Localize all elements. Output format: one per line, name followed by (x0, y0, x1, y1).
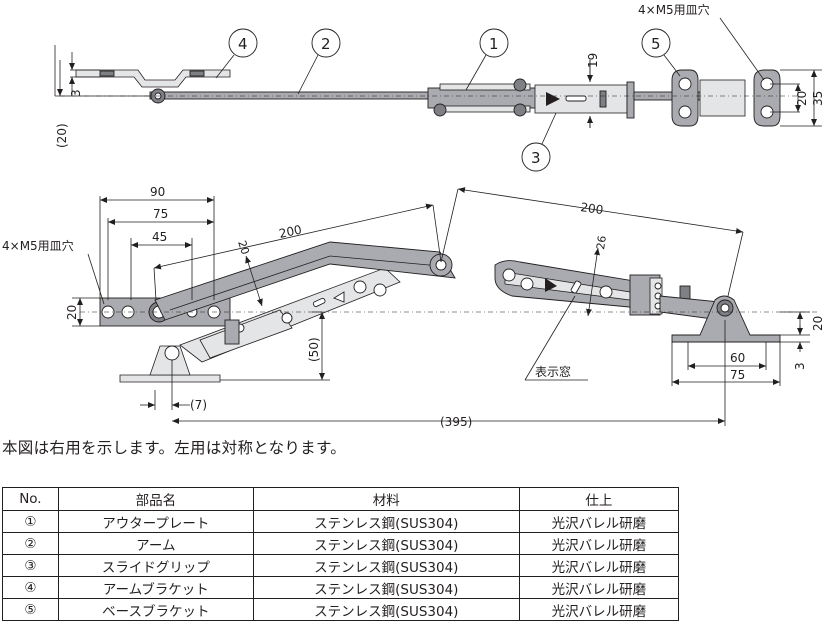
hole-label-top: 4×M5用皿穴 (638, 2, 710, 17)
dim-20-right-side: 20 (811, 316, 825, 331)
hole-label-side: 4×M5用皿穴 (2, 238, 74, 253)
dim-395-paren: (395) (440, 415, 472, 429)
table-row: ④ アームブラケット ステンレス鋼(SUS304) 光沢バレル研磨 (2, 576, 680, 599)
cell-no: ⑤ (2, 598, 59, 621)
dim-50-paren: (50) (307, 337, 321, 362)
cell-finish: 光沢バレル研磨 (518, 554, 680, 577)
cell-material: ステンレス鋼(SUS304) (252, 598, 520, 621)
callout-2: 2 (297, 28, 341, 95)
table-row: ② アーム ステンレス鋼(SUS304) 光沢バレル研磨 (2, 532, 680, 555)
cell-part-name: ベースブラケット (57, 598, 254, 621)
header-material: 材料 (252, 487, 520, 511)
dim-45: 45 (152, 230, 167, 244)
arm-bracket-hole-2 (189, 70, 205, 77)
side-view: 90 75 45 200 200 20 26 20 (50) ( (2, 185, 825, 429)
dim-7-paren: (7) (190, 398, 207, 412)
dim-75-right: 75 (730, 368, 745, 382)
table-header-row: No. 部品名 材料 仕上 (2, 487, 680, 511)
table-row: ③ スライドグリップ ステンレス鋼(SUS304) 光沢バレル研磨 (2, 554, 680, 577)
parts-table: No. 部品名 材料 仕上 ① アウタープレート ステンレス鋼(SUS304) … (2, 487, 680, 621)
callout-5: 5 (641, 28, 681, 77)
cell-no: ③ (2, 554, 59, 577)
cell-part-name: スライドグリップ (57, 554, 254, 577)
svg-text:4: 4 (238, 35, 248, 53)
dim-90: 90 (150, 185, 165, 199)
dim-200-left: 200 (278, 222, 303, 240)
header-no: No. (2, 487, 59, 511)
dim-60: 60 (730, 351, 745, 365)
cell-no: ④ (2, 576, 59, 599)
dim-3-right: 3 (793, 362, 807, 370)
arm-top (149, 91, 436, 100)
svg-text:5: 5 (651, 35, 661, 53)
table-row: ⑤ ベースブラケット ステンレス鋼(SUS304) 光沢バレル研磨 (2, 598, 680, 621)
cell-material: ステンレス鋼(SUS304) (252, 510, 520, 533)
arm-bracket-top (75, 69, 231, 88)
arm-bracket-hole-1 (99, 70, 115, 77)
cell-material: ステンレス鋼(SUS304) (252, 554, 520, 577)
table-row: ① アウタープレート ステンレス鋼(SUS304) 光沢バレル研磨 (2, 510, 680, 533)
callout-1: 1 (465, 28, 509, 91)
cell-material: ステンレス鋼(SUS304) (252, 532, 520, 555)
dim-20-right: 20 (795, 91, 809, 106)
cell-material: ステンレス鋼(SUS304) (252, 576, 520, 599)
callout-3: 3 (521, 112, 557, 172)
header-finish: 仕上 (518, 487, 680, 511)
cell-no: ① (2, 510, 59, 533)
cell-part-name: アウタープレート (57, 510, 254, 533)
dim-20-paren: (20) (55, 123, 69, 148)
header-part-name: 部品名 (57, 487, 254, 511)
svg-text:1: 1 (489, 35, 499, 53)
cell-part-name: アーム (57, 532, 254, 555)
cell-finish: 光沢バレル研磨 (518, 532, 680, 555)
svg-text:2: 2 (321, 35, 331, 53)
indicator-window-label: 表示窓 (535, 364, 571, 379)
dim-35: 35 (811, 91, 825, 106)
indicator-window-slot (570, 280, 582, 294)
dim-20-left: 20 (65, 305, 79, 320)
dim-75: 75 (153, 207, 168, 221)
base-bracket-side (671, 295, 781, 343)
technical-drawing: 3 (20) 19 20 35 4×M5用皿穴 4 2 (2, 2, 825, 429)
mirror-note: 本図は右用を示します。左用は対称となります。 (2, 439, 347, 457)
base-bracket-top (671, 69, 699, 127)
cell-finish: 光沢バレル研磨 (518, 510, 680, 533)
dim-19: 19 (586, 53, 600, 68)
dim-26: 26 (594, 235, 609, 251)
dim-200-right: 200 (580, 200, 605, 217)
cell-finish: 光沢バレル研磨 (518, 576, 680, 599)
top-view: 3 (20) 19 20 35 4×M5用皿穴 4 2 (54, 2, 825, 172)
svg-text:3: 3 (531, 149, 541, 167)
cell-no: ② (2, 532, 59, 555)
dim-3-top: 3 (69, 89, 83, 97)
dim-20-slant: 20 (235, 239, 252, 256)
cell-finish: 光沢バレル研磨 (518, 598, 680, 621)
cell-part-name: アームブラケット (57, 576, 254, 599)
callout-4: 4 (215, 28, 258, 79)
